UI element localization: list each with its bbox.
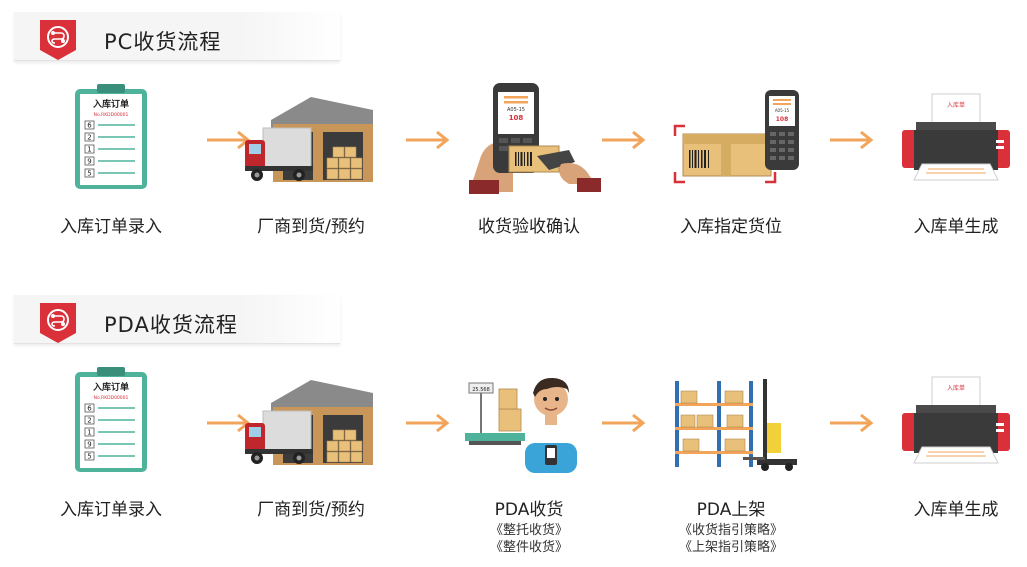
flow-arrow-icon <box>406 130 450 150</box>
step-label: 收货验收确认 <box>478 217 580 237</box>
doc-row-num: 5 <box>87 453 91 461</box>
doc-row-num: 1 <box>87 146 91 154</box>
paper-text: 入库单 <box>947 101 965 109</box>
step-vendor-arrival: 厂商到货/预约 <box>211 363 411 563</box>
doc-number: No.RKDD00001 <box>94 112 129 118</box>
flow-badge-icon <box>40 20 76 60</box>
screen-code: A05-15 <box>775 108 790 113</box>
flow-arrow-icon <box>830 413 874 433</box>
step-pda-receiving: 25.568 PDA收货 《整托收货》 《整件收货》 <box>429 363 629 563</box>
scale-reading: 25.568 <box>472 387 490 393</box>
step-receiving-check: A05-15 108 收货验收确认 <box>429 80 629 280</box>
strategy-note: 《整件收货》 <box>489 540 568 555</box>
step-label: 入库订单录入 <box>60 217 162 237</box>
step-pda-putaway: PDA上架 《收货指引策略》 《上架指引策略》 <box>631 363 831 563</box>
step-order-entry: 入库订单 No.RKDD00001 6 2 1 9 5 入库订单录入 <box>11 363 211 563</box>
pda-flow-header: PDA收货流程 <box>14 295 340 344</box>
step-label: 厂商到货/预约 <box>257 500 365 520</box>
shelf-forklift-icon <box>675 379 797 471</box>
step-label: 入库单生成 <box>913 217 999 237</box>
step-label: 入库指定货位 <box>680 217 782 237</box>
step-label: 入库单生成 <box>913 500 999 520</box>
strategy-note: 《收货指引策略》 <box>678 523 783 538</box>
printer-icon: 入库单 <box>902 376 1010 464</box>
flow-arrow-icon <box>406 413 450 433</box>
step-receipt-generate: 入库单 入库单生成 <box>856 363 1027 563</box>
order-form-icon: 入库订单 No.RKDD00001 6 2 1 9 5 <box>75 367 147 472</box>
doc-row-num: 9 <box>87 441 91 449</box>
paper-text: 入库单 <box>947 384 965 392</box>
doc-row-num: 2 <box>87 134 91 142</box>
doc-row-num: 6 <box>87 122 92 130</box>
barcode-scanning-icon: A05-15 108 <box>469 83 601 194</box>
doc-row-num: 6 <box>87 405 92 413</box>
strategy-note: 《上架指引策略》 <box>678 540 783 555</box>
doc-row-num: 9 <box>87 158 91 166</box>
step-label: 入库订单录入 <box>60 500 162 520</box>
flow-arrow-icon <box>602 130 646 150</box>
doc-title: 入库订单 <box>92 98 129 110</box>
doc-row-num: 2 <box>87 417 91 425</box>
scale-worker-icon: 25.568 <box>465 377 577 473</box>
pda-flow-title: PDA收货流程 <box>104 313 238 337</box>
pda-flow-section: PDA收货流程 入库订单 No.RKDD00001 6 2 1 9 5 入库订单… <box>0 283 1027 566</box>
pc-flow-section: PC收货流程 入库订单 No.RKDD00001 6 2 1 9 5 入库订单录… <box>0 0 1027 283</box>
step-order-entry: 入库订单 No.RKDD00001 6 2 1 9 5 入库订单录入 <box>11 80 211 280</box>
step-assign-location: A05-15 108 入库指定货位 <box>631 80 831 280</box>
pc-flow-title: PC收货流程 <box>104 30 222 54</box>
doc-row-num: 1 <box>87 429 91 437</box>
handheld-terminal-box-icon: A05-15 108 <box>673 90 799 184</box>
doc-row-num: 5 <box>87 170 91 178</box>
flow-arrow-icon <box>830 130 874 150</box>
screen-number: 108 <box>776 116 789 123</box>
warehouse-truck-icon <box>245 380 373 465</box>
warehouse-truck-icon <box>245 97 373 182</box>
screen-code: A05-15 <box>507 107 525 113</box>
step-label: PDA上架 <box>696 500 766 520</box>
doc-number: No.RKDD00001 <box>94 395 129 401</box>
flow-badge-icon <box>40 303 76 343</box>
doc-title: 入库订单 <box>92 381 129 393</box>
screen-number: 108 <box>509 114 524 122</box>
pc-flow-header: PC收货流程 <box>14 12 340 61</box>
strategy-note: 《整托收货》 <box>489 523 568 538</box>
step-receipt-generate: 入库单 入库单生成 <box>856 80 1027 280</box>
step-vendor-arrival: 厂商到货/预约 <box>211 80 411 280</box>
printer-icon: 入库单 <box>902 93 1010 181</box>
order-form-icon: 入库订单 No.RKDD00001 6 2 1 9 5 <box>75 84 147 189</box>
step-label: PDA收货 <box>494 500 564 520</box>
flow-arrow-icon <box>602 413 646 433</box>
step-label: 厂商到货/预约 <box>257 217 365 237</box>
